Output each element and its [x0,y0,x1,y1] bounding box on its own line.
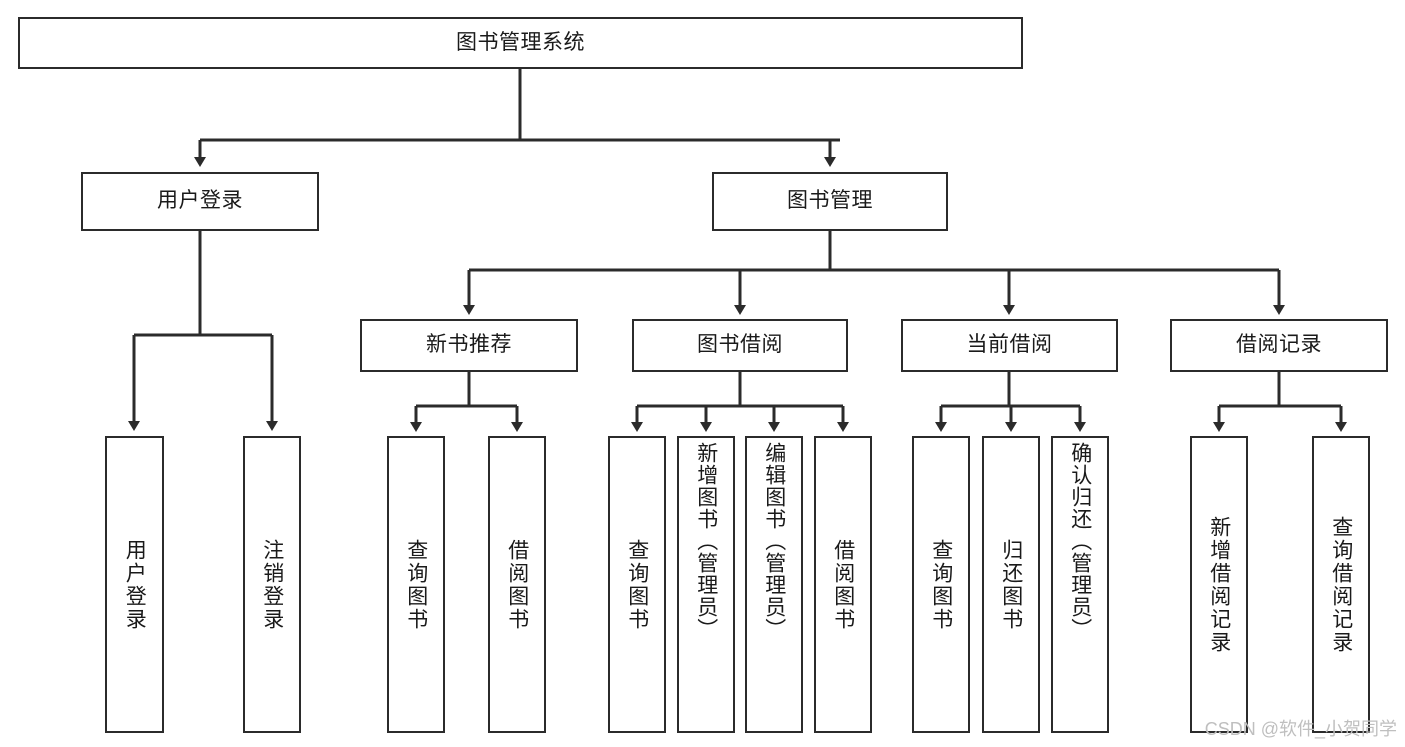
node-leaf-user-logout[interactable]: 注销登录 [243,436,301,733]
node-book-manage[interactable]: 图书管理 [712,172,948,231]
node-leaf-add-record[interactable]: 新增借阅记录 [1190,436,1248,733]
node-leaf-borrow-book-2[interactable]: 借阅图书 [814,436,872,733]
node-leaf-add-book[interactable]: 新增图书（管理员） [677,436,735,733]
node-leaf-edit-book-label: 编辑图书（管理员） [762,442,786,640]
node-new-book-rec-label: 新书推荐 [426,333,512,357]
node-leaf-return-book[interactable]: 归还图书 [982,436,1040,733]
node-current-borrow-label: 当前借阅 [966,333,1053,357]
node-leaf-confirm-return[interactable]: 确认归还（管理员） [1051,436,1109,733]
node-borrow-record[interactable]: 借阅记录 [1170,319,1388,372]
node-leaf-query-record[interactable]: 查询借阅记录 [1312,436,1370,733]
node-leaf-add-book-label: 新增图书（管理员） [694,442,718,640]
node-leaf-user-logout-label: 注销登录 [260,538,284,631]
node-leaf-borrow-book-1[interactable]: 借阅图书 [488,436,546,733]
node-leaf-return-book-label: 归还图书 [999,538,1023,631]
node-user-login[interactable]: 用户登录 [81,172,319,231]
node-root-label: 图书管理系统 [456,30,585,54]
node-leaf-query-record-label: 查询借阅记录 [1329,515,1353,654]
watermark: CSDN @软件_小贺同学 [1204,719,1397,739]
node-leaf-query-book-3[interactable]: 查询图书 [912,436,970,733]
node-current-borrow[interactable]: 当前借阅 [901,319,1118,372]
node-leaf-add-record-label: 新增借阅记录 [1207,515,1231,654]
node-book-manage-label: 图书管理 [787,189,873,213]
node-leaf-query-book-3-label: 查询图书 [929,538,953,631]
node-leaf-edit-book[interactable]: 编辑图书（管理员） [745,436,803,733]
node-leaf-borrow-book-1-label: 借阅图书 [505,538,529,631]
node-book-borrow[interactable]: 图书借阅 [632,319,848,372]
node-borrow-record-label: 借阅记录 [1236,333,1322,357]
node-leaf-user-login[interactable]: 用户登录 [105,436,164,733]
node-leaf-query-book-1-label: 查询图书 [404,538,428,631]
node-leaf-query-book-2[interactable]: 查询图书 [608,436,666,733]
node-leaf-query-book-1[interactable]: 查询图书 [387,436,445,733]
node-leaf-query-book-2-label: 查询图书 [625,538,649,631]
node-leaf-user-login-label: 用户登录 [123,538,147,631]
node-leaf-confirm-return-label: 确认归还（管理员） [1068,442,1092,640]
node-new-book-rec[interactable]: 新书推荐 [360,319,578,372]
node-root[interactable]: 图书管理系统 [18,17,1023,69]
node-user-login-label: 用户登录 [157,189,243,213]
node-leaf-borrow-book-2-label: 借阅图书 [831,538,855,631]
node-book-borrow-label: 图书借阅 [697,333,783,357]
